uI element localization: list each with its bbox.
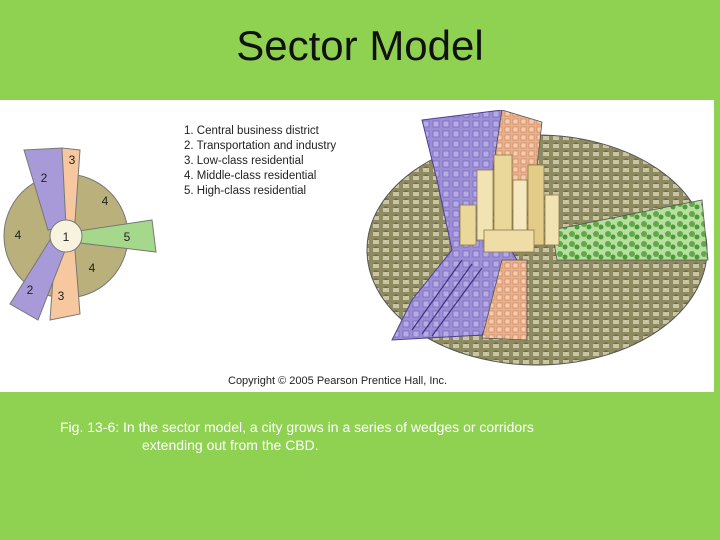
figure-panel: 1 2 2 3 3 4 4 4 5 1. Central business di… — [0, 100, 714, 392]
zone-label-middle-class-left: 4 — [15, 228, 22, 242]
legend-item-low-class: 3. Low-class residential — [184, 155, 304, 167]
zone-label-high-class: 5 — [124, 230, 131, 244]
legend-item-high-class: 5. High-class residential — [184, 185, 307, 197]
caption-line-1: Fig. 13-6: In the sector model, a city g… — [60, 419, 534, 435]
legend-item-cbd: 1. Central business district — [184, 125, 319, 137]
figure-caption: Fig. 13-6: In the sector model, a city g… — [60, 418, 660, 454]
legend-item-transportation: 2. Transportation and industry — [184, 140, 337, 152]
zone-label-cbd: 1 — [63, 230, 70, 244]
legend: 1. Central business district 2. Transpor… — [184, 124, 336, 199]
city-low-class-bottom — [481, 259, 528, 341]
city-illustration — [366, 110, 709, 366]
zone-label-middle-class-top: 4 — [102, 194, 109, 208]
caption-line-2: extending out from the CBD. — [142, 437, 319, 453]
copyright-notice: Copyright © 2005 Pearson Prentice Hall, … — [228, 375, 448, 387]
legend-item-middle-class: 4. Middle-class residential — [184, 170, 317, 182]
sector-diagram: 1 2 2 3 3 4 4 4 5 — [3, 147, 157, 321]
zone-label-middle-class-bottom: 4 — [89, 261, 96, 275]
city-cbd-towers — [459, 154, 560, 253]
slide-title: Sector Model — [236, 22, 484, 69]
city-high-class-wedge — [551, 199, 709, 261]
zone-label-low-class-bottom: 3 — [58, 289, 65, 303]
zone-label-transport-bottom: 2 — [27, 283, 34, 297]
zone-cbd — [49, 219, 83, 253]
zone-label-transport-top: 2 — [41, 171, 48, 185]
city-rail-lines — [411, 259, 483, 337]
zone-label-low-class-top: 3 — [69, 153, 76, 167]
